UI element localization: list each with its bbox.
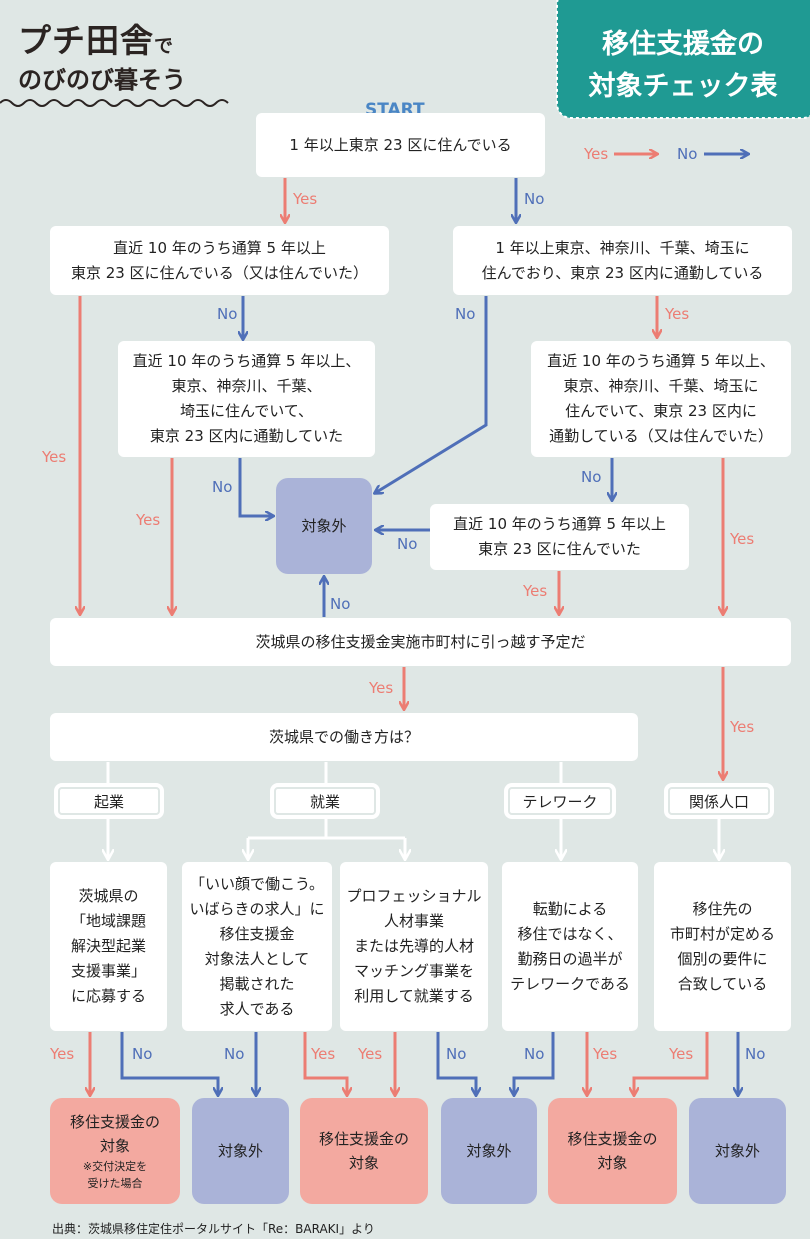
badge-shape bbox=[556, 0, 810, 119]
question-1: 1 年以上東京 23 区に住んでいる bbox=[256, 113, 545, 177]
question-6: 直近 10 年のうち通算 5 年以上 東京 23 区に住んでいた bbox=[430, 504, 689, 570]
result-target-3: 移住支援金の 対象 bbox=[548, 1098, 677, 1204]
edge-label-no: No bbox=[397, 535, 418, 553]
category-startup: 起業 bbox=[56, 785, 162, 817]
condition-job-listing: 「いい顔で働こう。 いばらきの求人」に 移住支援金 対象法人として 掲載された … bbox=[182, 862, 332, 1031]
result-target-3-label: 移住支援金の 対象 bbox=[567, 1130, 658, 1172]
edge-label-yes: Yes bbox=[523, 582, 548, 600]
edge-label-yes: Yes bbox=[669, 1045, 694, 1063]
edge-label-no: No bbox=[330, 595, 351, 613]
logo: プチ田舎で のびのび暮そう bbox=[18, 22, 186, 95]
logo-line2: のびのび暮そう bbox=[18, 66, 186, 94]
edge-label-yes: Yes bbox=[50, 1045, 75, 1063]
result-target-1: 移住支援金の 対象 ※交付決定を 受けた場合 bbox=[50, 1098, 180, 1204]
category-relation: 関係人口 bbox=[666, 785, 772, 817]
category-employment: 就業 bbox=[272, 785, 378, 817]
category-relation-label: 関係人口 bbox=[688, 792, 749, 811]
edge-label-no: No bbox=[745, 1045, 766, 1063]
edge-label-no: No bbox=[217, 305, 238, 323]
edge-label-no: No bbox=[224, 1045, 245, 1063]
result-out-1: 対象外 bbox=[192, 1098, 289, 1204]
source-credit: 出典：茨城県移住定住ポータルサイト「Re：BARAKI」より bbox=[52, 1222, 375, 1236]
logo-line1-small: で bbox=[154, 35, 175, 57]
result-out-center: 対象外 bbox=[276, 478, 372, 574]
condition-relation: 移住先の 市町村が定める 個別の要件に 合致している bbox=[654, 862, 791, 1031]
category-startup-label: 起業 bbox=[93, 792, 124, 811]
edge-label-yes: Yes bbox=[293, 190, 318, 208]
legend-no: No bbox=[677, 145, 698, 163]
question-2: 直近 10 年のうち通算 5 年以上 東京 23 区に住んでいる（又は住んでいた… bbox=[50, 226, 389, 295]
question-5: 直近 10 年のうち通算 5 年以上、 東京、神奈川、千葉、埼玉に 住んでいて、… bbox=[531, 341, 791, 457]
edge-label-yes: Yes bbox=[136, 511, 161, 529]
edge-label-no: No bbox=[132, 1045, 153, 1063]
condition-telework: 転勤による 移住ではなく、 勤務日の過半が テレワークである bbox=[502, 862, 638, 1031]
category-telework: テレワーク bbox=[506, 785, 614, 817]
question-3: 1 年以上東京、神奈川、千葉、埼玉に 住んでおり、東京 23 区内に通勤している bbox=[453, 226, 792, 295]
category-telework-label: テレワーク bbox=[522, 792, 598, 811]
logo-wave bbox=[0, 99, 229, 107]
badge-title: 移住支援金の 対象チェック表 bbox=[588, 29, 778, 102]
edge-label-yes: Yes bbox=[369, 679, 394, 697]
logo-line1: プチ田舎 bbox=[18, 21, 154, 60]
question-7: 茨城県の移住支援金実施市町村に引っ越す予定だ bbox=[50, 618, 791, 666]
result-target-1-label: 移住支援金の 対象 bbox=[69, 1113, 160, 1155]
edge-label-yes: Yes bbox=[42, 448, 67, 466]
edge-label-yes: Yes bbox=[358, 1045, 383, 1063]
edge-label-yes: Yes bbox=[730, 530, 755, 548]
edge-label-yes: Yes bbox=[311, 1045, 336, 1063]
edge-label-no: No bbox=[455, 305, 476, 323]
result-target-1-note: ※交付決定を 受けた場合 bbox=[82, 1160, 148, 1190]
legend-yes: Yes bbox=[584, 145, 609, 163]
edge-label-yes: Yes bbox=[593, 1045, 618, 1063]
question-8: 茨城県での働き方は？ bbox=[50, 713, 638, 761]
result-target-2: 移住支援金の 対象 bbox=[300, 1098, 428, 1204]
edge-label-no: No bbox=[524, 190, 545, 208]
category-employment-label: 就業 bbox=[309, 792, 340, 811]
question-4: 直近 10 年のうち通算 5 年以上、 東京、神奈川、千葉、 埼玉に住んでいて、… bbox=[118, 341, 375, 457]
result-out-2: 対象外 bbox=[441, 1098, 537, 1204]
edge-label-no: No bbox=[524, 1045, 545, 1063]
edge-label-no: No bbox=[581, 468, 602, 486]
edge-label-yes: Yes bbox=[730, 718, 755, 736]
condition-professional: プロフェッショナル 人材事業 または先導的人材 マッチング事業を 利用して就業す… bbox=[340, 862, 488, 1031]
result-target-2-label: 移住支援金の 対象 bbox=[318, 1130, 409, 1172]
result-out-3: 対象外 bbox=[689, 1098, 786, 1204]
edge-label-no: No bbox=[212, 478, 233, 496]
edge-label-yes: Yes bbox=[665, 305, 690, 323]
condition-startup: 茨城県の 「地域課題 解決型起業 支援事業」 に応募する bbox=[50, 862, 167, 1031]
edge-label-no: No bbox=[446, 1045, 467, 1063]
